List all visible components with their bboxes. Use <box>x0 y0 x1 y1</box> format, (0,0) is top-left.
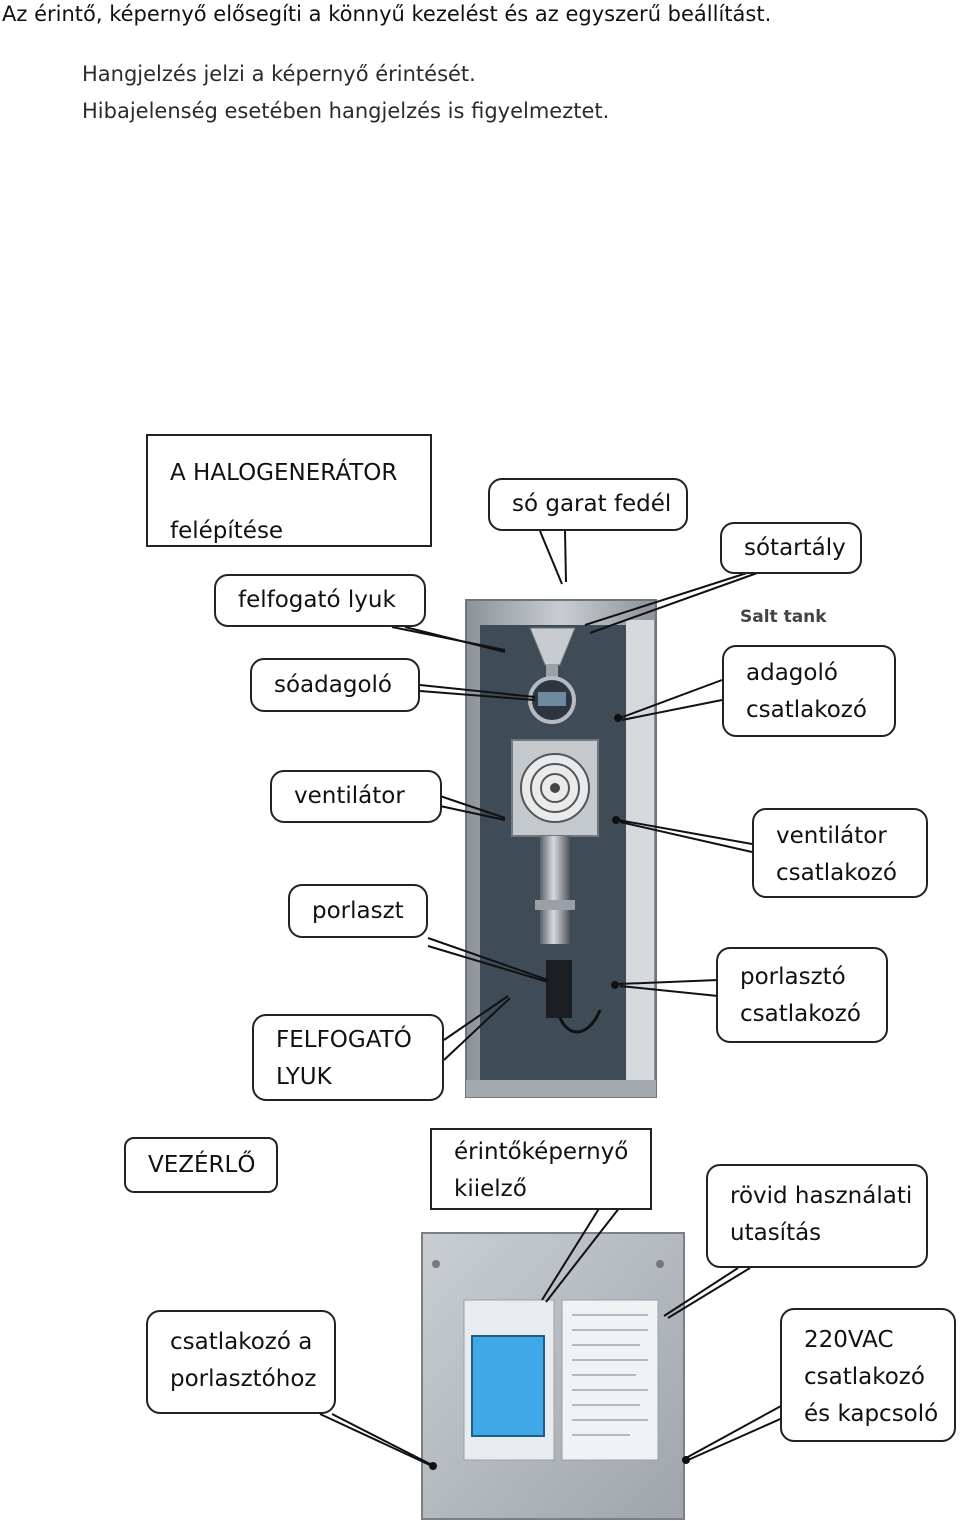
callout-nebulizer-connector: porlasztó csatlakozó <box>716 947 888 1043</box>
salt-tank-label: Salt tank <box>740 607 827 627</box>
intro-text: Az érintő, képernyő elősegíti a könnyű k… <box>2 2 772 26</box>
callout-touchscreen: érintőképernyő kiielző <box>430 1128 652 1210</box>
callout-mounting-hole-caps: FELFOGATÓ LYUK <box>252 1014 444 1101</box>
callout-salt-tank: sótartály <box>720 522 862 574</box>
callout-fan-connector: ventilátor csatlakozó <box>752 808 928 898</box>
callout-mounting-hole: felfogató lyuk <box>214 574 426 627</box>
callout-short-manual: rövid használati utasítás <box>706 1164 928 1268</box>
halogenerator-title-box: A HALOGENERÁTOR felépítése <box>146 434 432 547</box>
error-signal-text: Hibajelenség esetében hangjelzés is figy… <box>82 99 610 123</box>
title-line-1: A HALOGENERÁTOR <box>170 460 398 486</box>
callout-salt-doser: sóadagoló <box>250 658 420 712</box>
generator-cabinet <box>465 599 657 1098</box>
callout-salt-hopper-lid: só garat fedél <box>488 478 688 531</box>
callout-power-connector: 220VAC csatlakozó és kapcsoló <box>780 1308 956 1442</box>
callout-nebulizer-socket: csatlakozó a porlasztóhoz <box>146 1310 336 1414</box>
callout-fan: ventilátor <box>270 770 442 823</box>
callout-nebulizer: porlaszt <box>288 884 428 938</box>
controller-title-box: VEZÉRLŐ <box>124 1137 278 1193</box>
callout-doser-connector: adagoló csatlakozó <box>722 645 896 737</box>
title-line-2: felépítése <box>170 518 284 544</box>
sound-signal-text: Hangjelzés jelzi a képernyő érintését. <box>82 62 476 86</box>
touchscreen-display <box>471 1335 545 1437</box>
